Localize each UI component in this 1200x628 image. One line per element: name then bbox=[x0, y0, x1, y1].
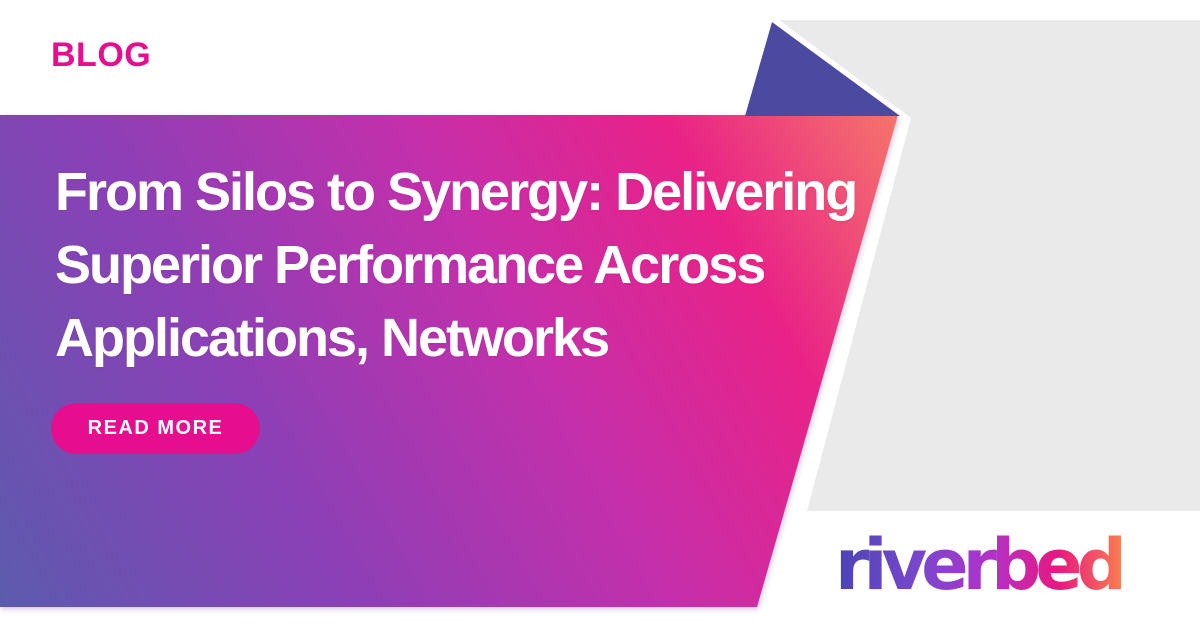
page-title-line-3: Applications, Networks bbox=[55, 308, 610, 368]
read-more-button[interactable]: READ MORE bbox=[51, 403, 260, 454]
riverbed-logo[interactable]: riverbed bbox=[835, 524, 1127, 606]
hero-panel-wrapper bbox=[0, 115, 898, 607]
page-title-line-2: Superior Performance Across bbox=[55, 235, 766, 295]
page-title-line-1: From Silos to Synergy: Delivering bbox=[55, 162, 858, 222]
blog-category-label: BLOG bbox=[51, 36, 152, 74]
hero-gradient-panel bbox=[0, 115, 898, 607]
page-title: From Silos to Synergy: Delivering Superi… bbox=[55, 156, 895, 375]
